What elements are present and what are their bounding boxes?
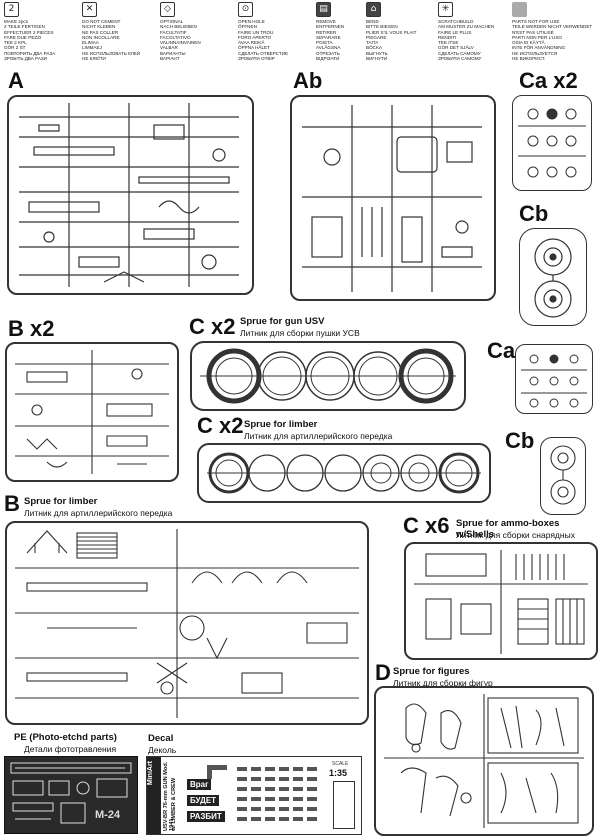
sprue-d-subtitle: Литник для сборки фигур	[393, 678, 493, 688]
sprue-c-x6-frame	[404, 542, 598, 660]
sprue-c-x6-label: C x6	[403, 513, 450, 538]
sprue-cb-top-wheels	[534, 238, 572, 318]
sprue-d-label: D	[375, 660, 391, 685]
sprue-cb-frame	[540, 437, 586, 515]
sprue-a-frame	[7, 95, 254, 295]
sprue-b-frame	[5, 521, 369, 725]
decal-slogan-3: РАЗБИТ	[187, 811, 225, 822]
sprue-cb-label: Cb	[505, 428, 535, 453]
sprue-c-x2-limber-wheels	[207, 452, 481, 494]
sprue-a-label: A	[8, 68, 24, 93]
sprue-b-x2-label: B x2	[8, 316, 55, 341]
sprue-c-x2-limber-title: Sprue for limber	[244, 419, 318, 430]
sprue-b-x2-frame	[5, 342, 179, 482]
decal-title: Decal	[148, 733, 174, 744]
legend-open-hole: ⊙ OPEN HOLE ÖFFNEN FAIRE UN TROU FORO AP…	[238, 2, 289, 62]
sprue-ca-x2-parts	[518, 108, 586, 178]
legend-do-not-cement: ✕ DO NOT CEMENT NICHT KLEBEN NE PAS COLL…	[82, 2, 141, 62]
sprue-ab-parts	[302, 105, 482, 292]
sprue-a-parts	[19, 103, 239, 287]
pe-subtitle: Детали фототравления	[24, 744, 117, 754]
decal-scale-bar	[333, 781, 355, 829]
sprue-c-x6-parts	[414, 550, 588, 654]
sprue-d-frame	[374, 686, 594, 836]
decal-markings	[207, 765, 317, 821]
legend-remove: ▤ REMOVE ENTFERNEN RETIRER SEPARARE POIS…	[316, 2, 345, 62]
sprue-ab-frame	[290, 95, 496, 301]
sprue-b-subtitle: Литник для артиллерийского передка	[24, 508, 173, 518]
sprue-c-x2-gun-wheels	[200, 348, 456, 404]
decal-slogan-1: Враг	[187, 779, 212, 790]
sprue-c-x6-title: Sprue for ammo-boxes w/Shells	[456, 518, 560, 540]
decal-sheet: MiniArt USV-BR 76-mm GUN Mod. 1941 w/ LI…	[146, 756, 362, 835]
sprue-b-label: B	[4, 491, 20, 516]
sprue-ab-label: Ab	[293, 68, 323, 93]
decal-subtitle: Деколь	[148, 745, 177, 755]
pe-marking: M-24	[95, 809, 121, 821]
sprue-cb-top-label: Cb	[519, 201, 549, 226]
sprue-ca-label: Ca	[487, 338, 516, 363]
remove-icon: ▤	[316, 2, 331, 17]
sprue-cb-top-frame	[519, 228, 587, 326]
two-parts-icon: 2	[4, 2, 19, 17]
decal-slogan-2: БУДЕТ	[187, 795, 220, 806]
sprue-ca-parts	[521, 354, 587, 408]
legend-bar: 2 MAKE 2pcs 2 TEILE FERTIGEN EFFECTUER 2…	[0, 0, 600, 66]
optional-icon: ◇	[160, 2, 175, 17]
scratchbuild-icon: ✳	[438, 2, 453, 17]
sprue-cb-wheels	[550, 445, 576, 505]
open-hole-icon: ⊙	[238, 2, 253, 17]
sprue-ca-x2-label: Ca x2	[519, 68, 578, 93]
sprue-ca-frame	[515, 344, 593, 414]
pe-fret-parts	[10, 762, 132, 824]
legend-bend: ⌂ BEND BITTE BIEGEN PLIER S'IL VOUS PLAI…	[366, 2, 417, 62]
sprue-c-x2-gun-title: Sprue for gun USV	[240, 316, 325, 327]
decal-scale: 1:35	[329, 768, 348, 778]
sprue-d-title: Sprue for figures	[393, 666, 470, 677]
legend-not-for-use: PARTS NOT FOR USE TEILE WERDEN NICHT VER…	[512, 2, 596, 61]
no-cement-icon: ✕	[82, 2, 97, 17]
sprue-ca-x2-frame	[512, 95, 592, 191]
sprue-b-x2-parts	[15, 350, 169, 474]
sprue-c-x2-limber-frame	[197, 443, 491, 503]
sprue-c-x2-limber-label: C x2	[197, 413, 244, 438]
legend-make-two: 2 MAKE 2pcs 2 TEILE FERTIGEN EFFECTUER 2…	[4, 2, 56, 62]
sprue-c-x2-gun-frame	[190, 341, 466, 411]
sprue-b-title: Sprue for limber	[24, 496, 98, 507]
sprue-b-parts	[15, 529, 359, 718]
sprue-c-x2-gun-subtitle: Литник для сборки пушки УСВ	[240, 328, 360, 338]
pe-fret: M-24	[4, 756, 138, 834]
legend-scratchbuild: ✳ SCRATCHBUILD AM MUSTER ZU MACHEN FAIRE…	[438, 2, 495, 62]
sprue-c-x2-gun-label: C x2	[189, 314, 236, 339]
bend-icon: ⌂	[366, 2, 381, 17]
sprue-d-figure-parts	[384, 694, 584, 828]
decal-brand-strip	[147, 757, 161, 834]
sprue-c-x2-limber-subtitle: Литник для артиллерийского передка	[244, 431, 393, 441]
legend-optional: ◇ OPTIONAL NACH BELIEBEN FACULTATIF FACO…	[160, 2, 201, 62]
decal-scale-label: SCALE	[332, 761, 349, 767]
not-for-use-icon	[512, 2, 527, 17]
pe-title: PE (Photo-etchd parts)	[14, 732, 117, 743]
